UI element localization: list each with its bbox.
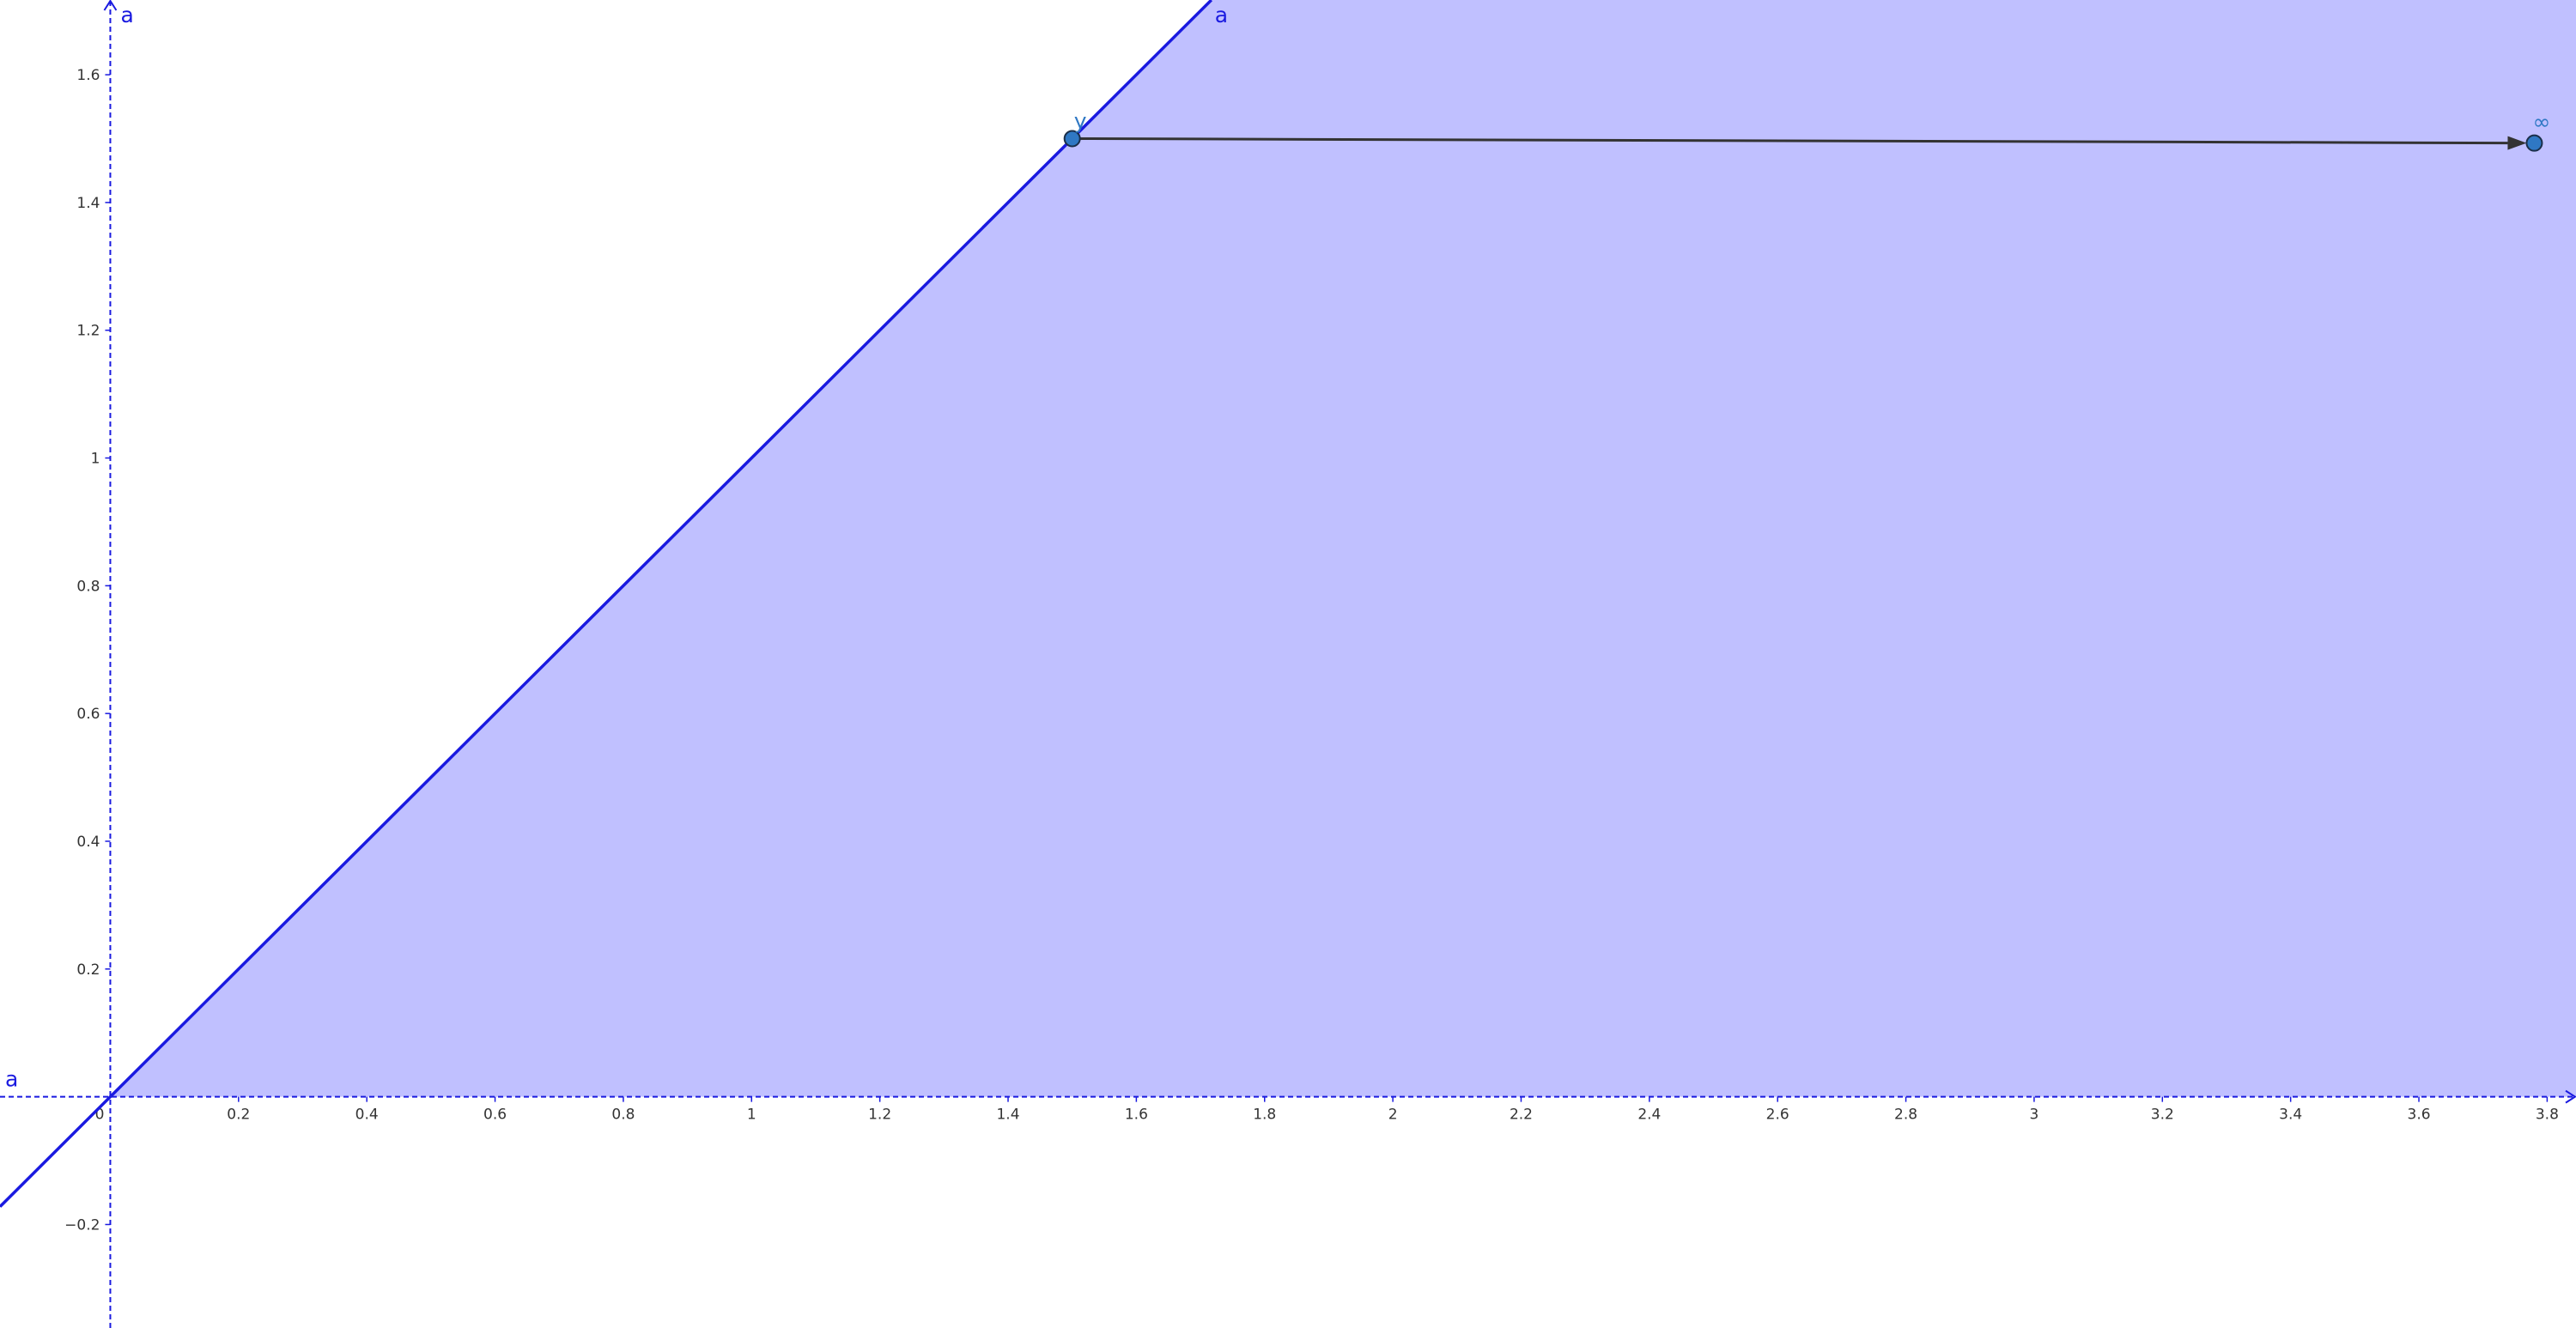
x-tick-label: 1.2 <box>868 1107 891 1124</box>
x-tick-label: 0.6 <box>483 1107 507 1124</box>
vector-arrow[interactable] <box>1072 136 2508 145</box>
y-tick-label: 1.4 <box>76 195 100 212</box>
y-tick-label: −0.2 <box>64 1216 100 1234</box>
y-tick-label: 0.2 <box>76 961 100 979</box>
origin-label: 0 <box>95 1107 105 1124</box>
x-tick-label: 3 <box>2030 1107 2039 1124</box>
point-infinity-label: ∞ <box>2532 110 2550 135</box>
x-axis-label: a <box>5 1067 18 1092</box>
x-tick-label: 2.6 <box>1766 1107 1789 1124</box>
x-axis-arrow <box>2565 1089 2576 1104</box>
y-tick-label: 0.8 <box>76 578 100 595</box>
x-tick-label: 2.2 <box>1510 1107 1533 1124</box>
x-tick-label: 0.8 <box>611 1107 635 1124</box>
vector-arrowhead <box>2507 136 2527 150</box>
y-tick-label: 1.6 <box>76 67 100 84</box>
x-tick-label: 3.2 <box>2151 1107 2174 1124</box>
shaded-region <box>110 0 2576 1097</box>
y-tick-label: 1 <box>91 451 100 468</box>
point-y[interactable] <box>1063 130 1081 148</box>
x-tick-label: 1.4 <box>996 1107 1019 1124</box>
x-tick-label: 2.4 <box>1637 1107 1661 1124</box>
y-tick-label: 0.6 <box>76 706 100 723</box>
tick-labels: 0.2 0.4 0.6 0.8 1 1.2 1.4 1.6 1.8 2 2.2 2.4 2.6 2.8 3 3… <box>64 67 2559 1234</box>
x-tick-label: 1.6 <box>1125 1107 1148 1124</box>
x-tick-label: 1 <box>747 1107 756 1124</box>
x-tick-label: 3.6 <box>2408 1107 2431 1124</box>
x-tick-label: 3.8 <box>2536 1107 2559 1124</box>
x-tick-label: 3.4 <box>2279 1107 2302 1124</box>
diagonal-line-label: a <box>1215 3 1228 27</box>
y-axis-arrow <box>103 0 118 11</box>
point-infinity[interactable] <box>2525 134 2543 152</box>
y-tick-label: 1.2 <box>76 323 100 340</box>
x-tick-label: 2 <box>1388 1107 1398 1124</box>
y-axis-label: a <box>120 3 133 27</box>
y-tick-label: 0.4 <box>76 834 100 851</box>
x-tick-label: 2.8 <box>1894 1107 1917 1124</box>
x-tick-label: 1.8 <box>1253 1107 1276 1124</box>
x-tick-label: 0.2 <box>227 1107 250 1124</box>
point-y-label: y <box>1074 108 1087 133</box>
x-tick-label: 0.4 <box>355 1107 379 1124</box>
diagonal-line[interactable] <box>0 0 1212 1208</box>
